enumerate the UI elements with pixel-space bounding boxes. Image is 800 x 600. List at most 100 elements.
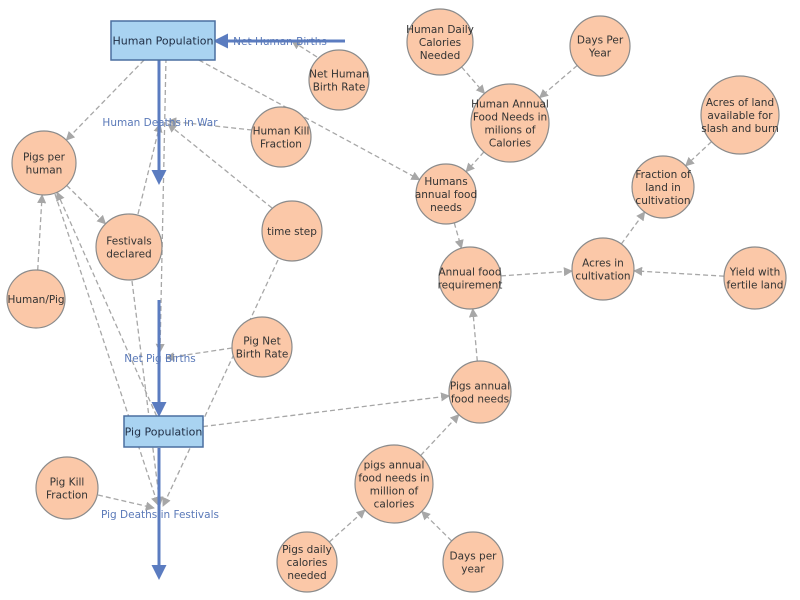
variable-festivals-declared-label-line: declared bbox=[106, 249, 151, 261]
link-time-step-to-human-deaths-in-war bbox=[167, 123, 273, 209]
variable-human-kill-fraction-circle bbox=[250, 106, 312, 168]
variable-pigs-daily-calories-needed-label-line: Pigs daily bbox=[282, 544, 332, 556]
variable-humans-annual-food-needs-label-line: needs bbox=[430, 202, 462, 214]
variable-humans-annual-food-needs-label-line: annual food bbox=[415, 189, 477, 201]
link-time-step-to-pig-deaths-in-festivals bbox=[162, 259, 279, 507]
variable-net-human-birth-rate-circle bbox=[308, 49, 370, 111]
variable-human-annual-food-needs-label-line: Food Needs in bbox=[473, 112, 547, 124]
variable-days-per-year-top-label-line: Year bbox=[588, 48, 612, 60]
link-human-annual-food-needs-to-humans-annual-food-needs bbox=[465, 151, 485, 173]
variable-human-annual-food-needs-circle bbox=[470, 83, 550, 163]
variable-human-annual-food-needs-label-line: milions of bbox=[485, 125, 536, 137]
variable-acres-available-circle bbox=[700, 75, 780, 155]
stock-human-population-label: Human Population bbox=[113, 35, 214, 48]
variable-days-per-year-bottom-circle bbox=[442, 531, 504, 593]
variable-human-pig-label-line: Human/Pig bbox=[7, 294, 64, 306]
link-annual-food-requirement-to-acres-in-cultivation bbox=[500, 267, 573, 277]
link-pigs-annual-food-needs-to-annual-food-requirement bbox=[468, 307, 478, 362]
link-human-population-to-net-pig-births bbox=[155, 57, 167, 353]
variable-human-pig[interactable]: Human/Pig bbox=[6, 269, 66, 329]
link-festivals-declared-to-human-deaths-in-war bbox=[137, 123, 163, 215]
flow-label-pig-deaths-in-festivals: Pig Deaths in Festivals bbox=[101, 509, 219, 521]
variable-pig-kill-fraction-label-line: Pig Kill bbox=[50, 477, 85, 489]
variable-pigs-per-human-circle bbox=[11, 130, 77, 196]
stock-pig-population[interactable]: Pig Population bbox=[123, 415, 204, 448]
variable-pigs-per-human-label-line: Pigs per bbox=[23, 152, 66, 164]
link-humans-annual-food-needs-to-annual-food-requirement bbox=[453, 222, 464, 250]
link-acres-available-to-fraction-in-cultivation bbox=[684, 141, 712, 167]
variable-pig-net-birth-rate-label-line: Pig Net bbox=[243, 336, 280, 348]
variable-pigs-daily-calories-needed-label-line: needed bbox=[287, 570, 326, 582]
variable-pigs-daily-calories-needed-circle bbox=[276, 531, 338, 593]
variable-yield-with-fertile-land-label-line: Yield with bbox=[729, 267, 781, 279]
flow-label-human-deaths-in-war: Human Deaths in War bbox=[102, 117, 218, 129]
link-days-per-year-top-to-human-annual-food-needs bbox=[538, 65, 578, 99]
stock-human-population[interactable]: Human Population bbox=[110, 20, 216, 61]
variable-net-human-birth-rate-label-line: Net Human bbox=[309, 69, 369, 81]
variable-pigs-annual-food-needs-label-line: food needs bbox=[451, 394, 509, 406]
variable-pig-kill-fraction-label-line: Fraction bbox=[46, 490, 88, 502]
variable-human-daily-calories-needed-label-line: Needed bbox=[420, 50, 461, 62]
variable-human-annual-food-needs-label-line: Calories bbox=[489, 138, 531, 150]
link-human-population-to-pigs-per-human bbox=[65, 59, 145, 141]
variable-time-step[interactable]: time step bbox=[261, 200, 323, 262]
variable-fraction-in-cultivation-label-line: cultivation bbox=[635, 195, 690, 207]
variable-acres-available-label-line: Acres of land bbox=[706, 97, 774, 109]
link-pigs-per-human-to-pig-deaths-in-festivals bbox=[54, 193, 160, 506]
link-human-population-to-humans-annual-food-needs bbox=[198, 59, 421, 181]
variable-humans-annual-food-needs-circle bbox=[415, 163, 477, 225]
variable-pigs-annual-food-needs-calories-label-line: million of bbox=[370, 486, 419, 498]
variable-acres-in-cultivation-label-line: cultivation bbox=[575, 271, 630, 283]
link-pigs-per-human-to-festivals-declared bbox=[66, 185, 107, 225]
links-layer bbox=[37, 40, 725, 543]
variable-yield-with-fertile-land-label-line: fertile land bbox=[727, 280, 784, 292]
variable-pigs-per-human-label-line: human bbox=[26, 165, 63, 177]
link-yield-with-fertile-land-to-acres-in-cultivation bbox=[633, 266, 725, 277]
variable-days-per-year-top-label-line: Days Per bbox=[577, 35, 624, 47]
variable-human-daily-calories-needed-label-line: Calories bbox=[419, 37, 461, 49]
link-net-human-birth-rate-to-net-human-births bbox=[291, 40, 318, 58]
flow-label-net-pig-births: Net Pig Births bbox=[124, 353, 195, 365]
variable-pigs-annual-food-needs-calories-label-line: calories bbox=[374, 499, 415, 511]
flow-label-net-human-births: Net Human Births bbox=[233, 36, 327, 48]
variable-pigs-annual-food-needs-circle bbox=[448, 360, 512, 424]
variable-human-daily-calories-needed-label-line: Human Daily bbox=[406, 24, 474, 36]
variable-fraction-in-cultivation-label-line: land in bbox=[645, 182, 681, 194]
variable-net-human-birth-rate-label-line: Birth Rate bbox=[313, 82, 366, 94]
link-pigs-annual-food-needs-calories-to-pigs-annual-food-needs bbox=[420, 413, 460, 456]
variable-human-kill-fraction-label-line: Fraction bbox=[260, 139, 302, 151]
variable-annual-food-requirement-label-line: requirement bbox=[438, 280, 503, 292]
variable-annual-food-requirement-label-line: Annual food bbox=[438, 267, 501, 279]
variable-days-per-year-bottom-label-line: year bbox=[461, 564, 485, 576]
variable-human-annual-food-needs-label-line: Human Annual bbox=[471, 99, 549, 111]
variable-fraction-in-cultivation-label-line: Fraction of bbox=[635, 169, 691, 181]
variable-pigs-annual-food-needs-calories-label-line: pigs annual bbox=[364, 460, 425, 472]
link-festivals-declared-to-pig-deaths-in-festivals bbox=[131, 280, 164, 506]
link-acres-in-cultivation-to-fraction-in-cultivation bbox=[620, 211, 646, 245]
variable-humans-annual-food-needs-label-line: Humans bbox=[424, 176, 467, 188]
variable-time-step-circle bbox=[261, 200, 323, 262]
variable-days-per-year-bottom-label-line: Days per bbox=[450, 551, 498, 563]
variable-acres-available-label-line: slash and burn bbox=[701, 123, 778, 135]
